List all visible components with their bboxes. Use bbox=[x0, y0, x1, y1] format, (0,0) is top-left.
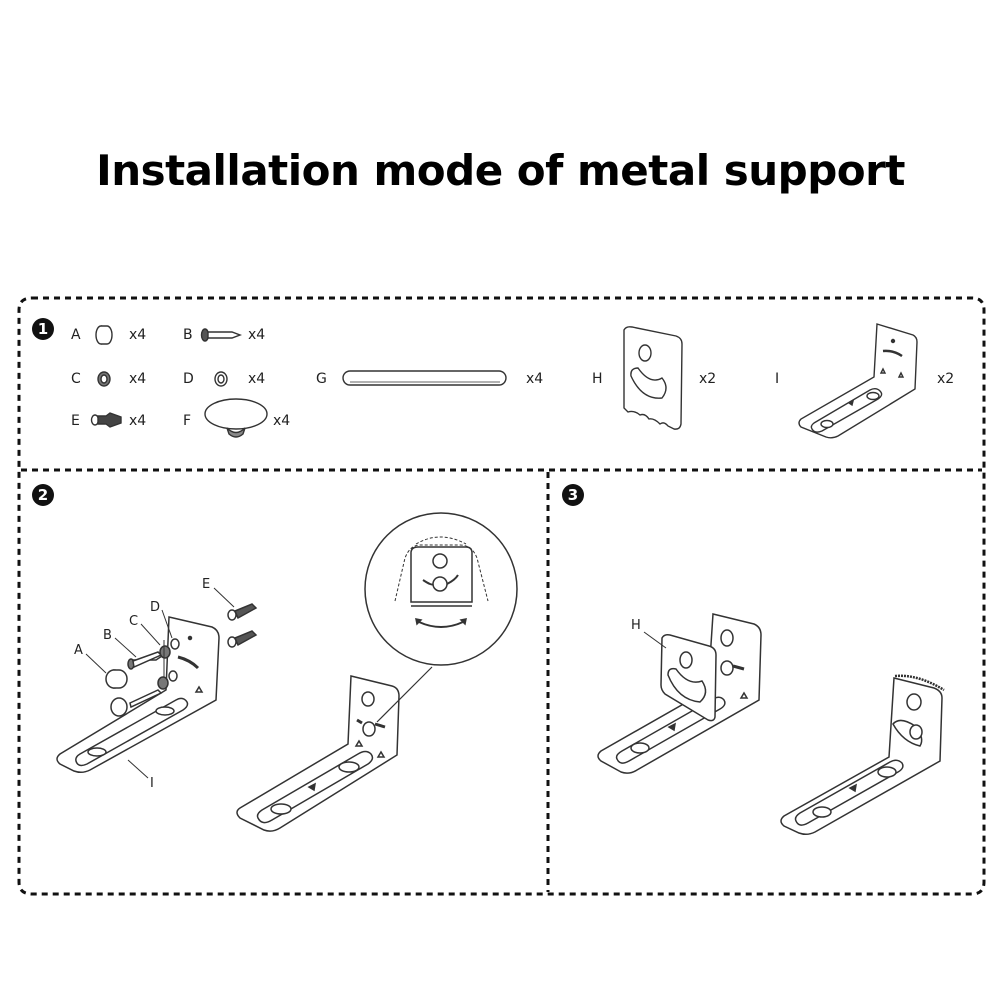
callout-d: D bbox=[150, 600, 161, 615]
part-b-label: B bbox=[183, 327, 193, 343]
part-f-label: F bbox=[183, 413, 192, 429]
part-a-quantity: x4 bbox=[129, 327, 147, 343]
magnifier-leader-line bbox=[376, 666, 433, 723]
step2-wall-anchors bbox=[227, 603, 258, 648]
part-h-label: H bbox=[592, 371, 603, 387]
screw-icon bbox=[200, 328, 242, 342]
washer-icon bbox=[214, 371, 228, 387]
part-c-quantity: x4 bbox=[129, 371, 147, 387]
step2-bracket-assembled bbox=[236, 675, 400, 832]
part-c-label: C bbox=[71, 371, 81, 387]
callout-b: B bbox=[103, 628, 112, 643]
wall-anchor-icon bbox=[90, 412, 122, 428]
step-2-badge: 2 bbox=[32, 484, 54, 506]
step3-bracket-mounted bbox=[780, 674, 945, 836]
part-e-label: E bbox=[71, 413, 80, 429]
part-b-quantity: x4 bbox=[248, 327, 266, 343]
part-g-label: G bbox=[316, 371, 327, 387]
part-i-quantity: x2 bbox=[937, 371, 955, 387]
magnifier-detail bbox=[364, 512, 518, 666]
part-f-quantity: x4 bbox=[273, 413, 291, 429]
part-i-label: I bbox=[775, 371, 780, 387]
step-3-badge: 3 bbox=[562, 484, 584, 506]
nut-icon bbox=[97, 371, 111, 387]
part-d-label: D bbox=[183, 371, 194, 387]
rubber-pad-icon bbox=[204, 398, 268, 438]
step2-leader-lines bbox=[85, 587, 235, 779]
strip-icon bbox=[342, 370, 507, 386]
tilt-plate-icon bbox=[623, 326, 683, 430]
callout-c: C bbox=[129, 614, 139, 629]
callout-a: A bbox=[74, 643, 83, 658]
step2-bracket-exploded bbox=[56, 616, 220, 774]
callout-h: H bbox=[631, 618, 641, 633]
part-d-quantity: x4 bbox=[248, 371, 266, 387]
part-h-quantity: x2 bbox=[699, 371, 717, 387]
callout-e: E bbox=[202, 577, 211, 592]
step-1-badge: 1 bbox=[32, 318, 54, 340]
callout-i: I bbox=[150, 776, 154, 791]
part-e-quantity: x4 bbox=[129, 413, 147, 429]
page-title: Installation mode of metal support bbox=[96, 146, 905, 195]
part-g-quantity: x4 bbox=[526, 371, 544, 387]
part-a-label: A bbox=[71, 327, 81, 343]
step3-bracket-with-plate bbox=[597, 613, 762, 774]
l-bracket-icon bbox=[798, 323, 918, 439]
end-cap-icon bbox=[95, 325, 113, 345]
